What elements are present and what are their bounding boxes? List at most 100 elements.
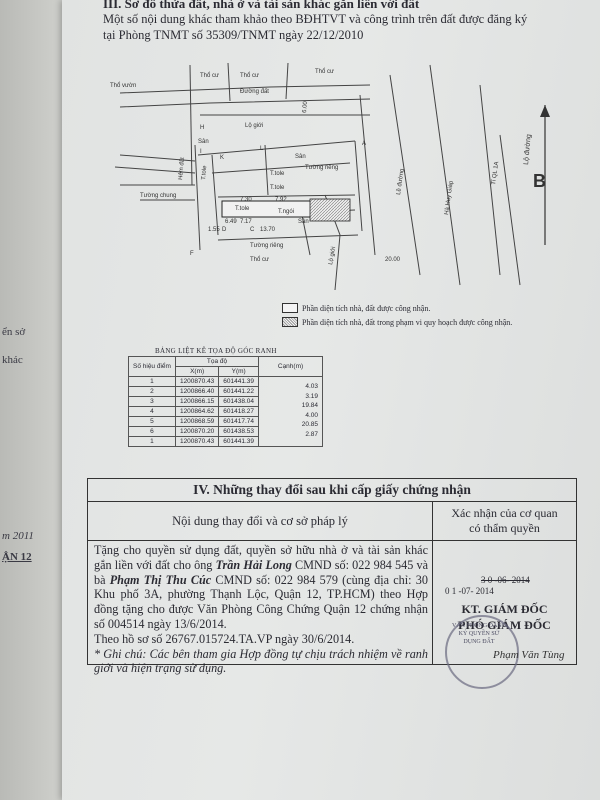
table-row: 1 1200870.43 601441.39 [128, 436, 323, 447]
legend-label: Phần diện tích nhà, đất trong phạm vi qu… [302, 317, 513, 327]
dimension: 1.55 [208, 227, 220, 233]
label-tuong-rieng: Tường riêng [250, 243, 283, 249]
cell-y: 601441.39 [218, 436, 260, 447]
label-ql1a: Tỉ QL 1A [490, 161, 500, 185]
fold-text: khác [2, 354, 23, 366]
legend-swatch [282, 317, 298, 327]
point-label: F [190, 251, 194, 257]
authority-header-line: có thẩm quyền [469, 521, 540, 535]
label-tho-cu: Thổ cư [200, 72, 219, 79]
cell-point: 1 [128, 376, 176, 387]
edge-value: 2.87 [305, 430, 319, 438]
label-tole: T.tole [270, 171, 285, 177]
point-label: I [200, 149, 202, 155]
cell-point: 6 [128, 426, 176, 437]
label-ha-huy-giap: Hà Huy Giáp [444, 180, 455, 216]
seal-text: VĂN PHÒNG ĐĂNG KÝ QUYỀN SỬ DỤNG ĐẤT [452, 623, 506, 645]
coord-table: Số hiệu điểm Tọa độ Cạnh(m) X(m) Y(m) 1 … [128, 356, 324, 447]
authority-confirmation-column: Xác nhận của cơ quan có thẩm quyền 3 0 -… [433, 502, 576, 689]
fold-text: m 2011 [2, 530, 34, 542]
point-label: A [362, 141, 366, 147]
point-label: H [200, 125, 204, 131]
label-san: Sân [298, 219, 309, 225]
edge-value: 20.85 [301, 421, 319, 429]
cell-point: 5 [128, 416, 176, 427]
label-tho-cu: Thổ cư [315, 68, 334, 75]
dimension: 13.70 [260, 227, 276, 233]
recipient-name: Trần Hải Long [215, 557, 292, 572]
body-text: CMND số: 022 984 579 (cùng địa chỉ: 30 K… [94, 572, 428, 631]
label-lo-gioi: Lộ giới [245, 123, 263, 129]
dimension: 20.00 [385, 257, 401, 263]
struck-date: 3 0 -06- 2014 [481, 575, 530, 585]
label-tuong-rieng: Tường riêng [305, 165, 338, 171]
coord-header-point: Số hiệu điểm [128, 356, 176, 377]
table-row: 1 1200870.43 601441.39 4.03 3.19 19.84 4… [128, 376, 324, 447]
official-seal-icon [445, 615, 519, 689]
label-tho-cu: Thổ cư [250, 256, 269, 263]
authority-header: Xác nhận của cơ quan có thẩm quyền [433, 502, 576, 541]
changes-content-column: Nội dung thay đổi và cơ sở pháp lý Tặng … [88, 502, 433, 675]
cell-x: 1200866.40 [174, 386, 220, 397]
label-san: Sân [295, 154, 306, 160]
section3-line1: Một số nội dung khác tham khảo theo BĐHT… [103, 12, 528, 26]
point-b-label: B [533, 171, 546, 191]
coord-header-y: Y(m) [218, 366, 260, 377]
cell-y: 601417.74 [218, 416, 260, 427]
cell-point: 4 [128, 406, 176, 417]
label-san: Sân [198, 139, 209, 145]
signer-title: KT. GIÁM ĐỐC [461, 602, 548, 616]
dimension: 6.00 [302, 100, 309, 113]
label-tole: T.tole [270, 185, 285, 191]
section3-title: III. Sơ đồ thửa đất, nhà ở và tài sản kh… [103, 0, 420, 11]
file-reference: Theo hồ sơ số 26767.015724.TA.VP ngày 30… [94, 631, 355, 646]
cell-y: 601438.53 [218, 426, 260, 437]
fold-text: ẬN 12 [2, 551, 32, 563]
label-tuong-chung: Tường chung [140, 193, 176, 199]
cell-y: 601418.27 [218, 406, 260, 417]
label-tho-cu: Thổ cư [240, 72, 259, 79]
cell-x: 1200868.59 [174, 416, 220, 427]
label-tole: T.tole [201, 165, 208, 180]
cell-x: 1200870.20 [174, 426, 220, 437]
label-hem-dat: Hẻm đất [178, 157, 186, 180]
fold-text: ển sở [2, 326, 26, 338]
table-row: 3 1200866.15 601438.04 [128, 396, 323, 407]
cell-y: 601441.39 [218, 376, 260, 387]
confirmation-date: 0 1 -07- 2014 [445, 586, 494, 596]
signer-name: Phạm Văn Tùng [493, 649, 565, 661]
label-lo-gioi: Lộ giới [328, 246, 337, 265]
edge-value: 4.03 [305, 383, 319, 390]
cell-x: 1200870.43 [174, 436, 220, 447]
recipient-name: Phạm Thị Thu Cúc [109, 572, 212, 587]
legend-item-planning: Phần diện tích nhà, đất trong phạm vi qu… [282, 317, 512, 327]
legend-item-recognized: Phần diện tích nhà, đất được công nhận. [282, 303, 430, 313]
cell-y: 601441.22 [218, 386, 260, 397]
point-label: C [250, 227, 255, 233]
edge-value: 3.19 [305, 392, 319, 400]
cell-point: 3 [128, 396, 176, 407]
dimension: 7.17 [240, 219, 252, 225]
label-tho-vuon: Thổ vườn [110, 82, 136, 89]
cell-x: 1200870.43 [174, 376, 220, 387]
coord-header-x: X(m) [174, 366, 220, 377]
label-lo-duong-right: Lộ đường [523, 134, 533, 165]
section4-title: IV. Những thay đổi sau khi cấp giấy chứn… [88, 479, 576, 502]
coord-header-edge: Cạnh(m) [258, 356, 324, 377]
legend-swatch [282, 303, 298, 313]
dimension: 7.30 [240, 197, 252, 203]
cell-point: 1 [128, 436, 176, 447]
note-text: * Ghi chú: Các bên tham gia Hợp đồng tự … [94, 646, 428, 676]
legend-label: Phần diện tích nhà, đất được công nhận. [302, 303, 431, 313]
changes-content-header: Nội dung thay đổi và cơ sở pháp lý [88, 502, 432, 541]
point-label: K [220, 155, 224, 161]
cell-x: 1200864.62 [174, 406, 220, 417]
coord-header-coord: Tọa độ [174, 356, 260, 367]
cell-edges: 4.03 3.19 19.84 4.00 20.85 2.87 [258, 376, 324, 447]
label-t-ngoi: T.ngói [278, 209, 294, 215]
edge-value: 19.84 [301, 402, 319, 410]
label-tole: T.tole [235, 206, 250, 212]
cell-x: 1200866.15 [174, 396, 220, 407]
left-fold-page: ển sở khác m 2011 ẬN 12 [0, 0, 62, 800]
body-text: Tặng cho quyền sử dụng đất, quyền sở hữu… [94, 543, 428, 572]
